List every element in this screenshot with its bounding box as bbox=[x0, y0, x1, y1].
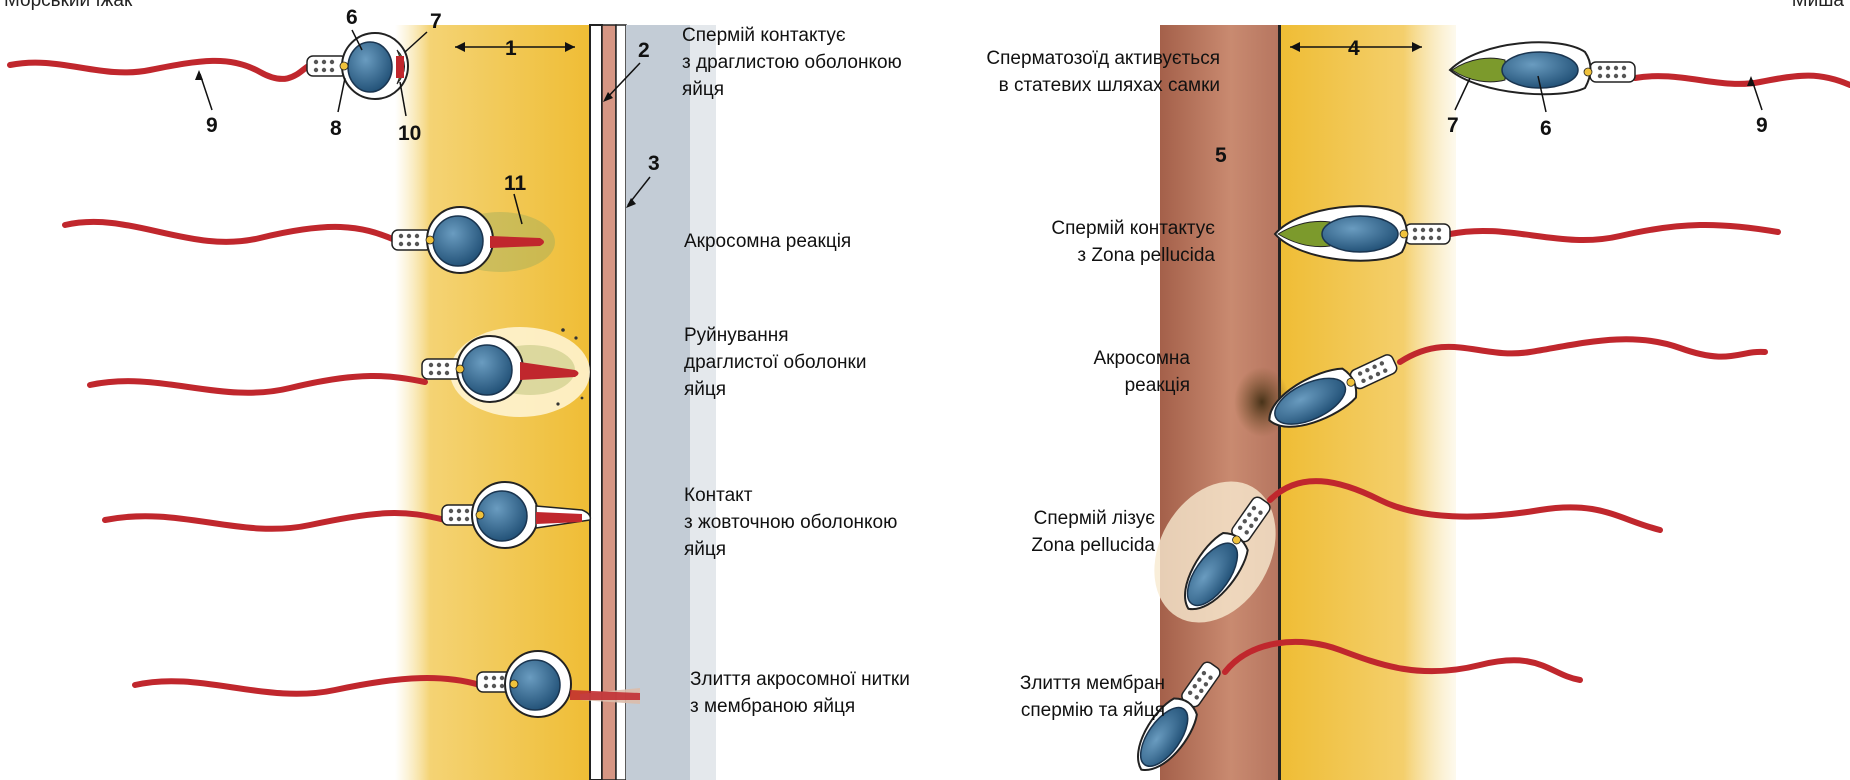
left-stage-2-label: Акросомна реакція bbox=[684, 228, 851, 255]
number-4: 4 bbox=[1348, 37, 1360, 60]
right-stage-3-label: Акросомнареакція bbox=[1093, 345, 1190, 399]
number-7: 7 bbox=[430, 10, 442, 33]
left-stage-4-label: Контактз жовточною оболонкоюяйця bbox=[684, 482, 897, 563]
number-2: 2 bbox=[638, 39, 650, 62]
number-9-right: 9 bbox=[1756, 114, 1768, 137]
right-sperm-row-2 bbox=[1275, 206, 1778, 261]
right-stage-4-label: Спермій лізуєZona pellucida bbox=[1031, 505, 1155, 559]
number-6-right: 6 bbox=[1540, 117, 1552, 140]
right-stage-2-label: Спермій контактуєз Zona pellucida bbox=[1051, 215, 1215, 269]
right-stage-5-label: Злиття мембранспермію та яйця bbox=[1020, 670, 1165, 724]
cortical-layer bbox=[616, 25, 626, 780]
left-sperm-row-3 bbox=[90, 327, 590, 417]
right-sperm-row-1 bbox=[1450, 42, 1850, 94]
number-10: 10 bbox=[398, 122, 421, 145]
right-stage-1-label: Сперматозоїд активуєтьсяв статевих шляха… bbox=[986, 45, 1220, 99]
vitelline-envelope bbox=[590, 25, 602, 780]
left-stage-1-label: Спермій контактуєз драглистою оболонкоюя… bbox=[682, 22, 902, 103]
left-sperm-row-1 bbox=[10, 33, 408, 99]
number-1: 1 bbox=[505, 37, 517, 60]
number-7-right: 7 bbox=[1447, 114, 1459, 137]
number-8: 8 bbox=[330, 117, 342, 140]
number-3: 3 bbox=[648, 152, 660, 175]
plasma-membrane-layer bbox=[602, 25, 616, 780]
left-stage-3-label: Руйнуваннядраглистої оболонкияйця bbox=[684, 322, 866, 403]
left-sperm-row-2 bbox=[65, 207, 555, 273]
number-5: 5 bbox=[1215, 144, 1227, 167]
left-sperm-row-4 bbox=[105, 482, 590, 548]
number-6: 6 bbox=[346, 6, 358, 29]
number-9: 9 bbox=[206, 114, 218, 137]
left-stage-5-label: Злиття акросомної ниткиз мембраною яйця bbox=[690, 666, 910, 720]
number-11: 11 bbox=[504, 172, 527, 195]
